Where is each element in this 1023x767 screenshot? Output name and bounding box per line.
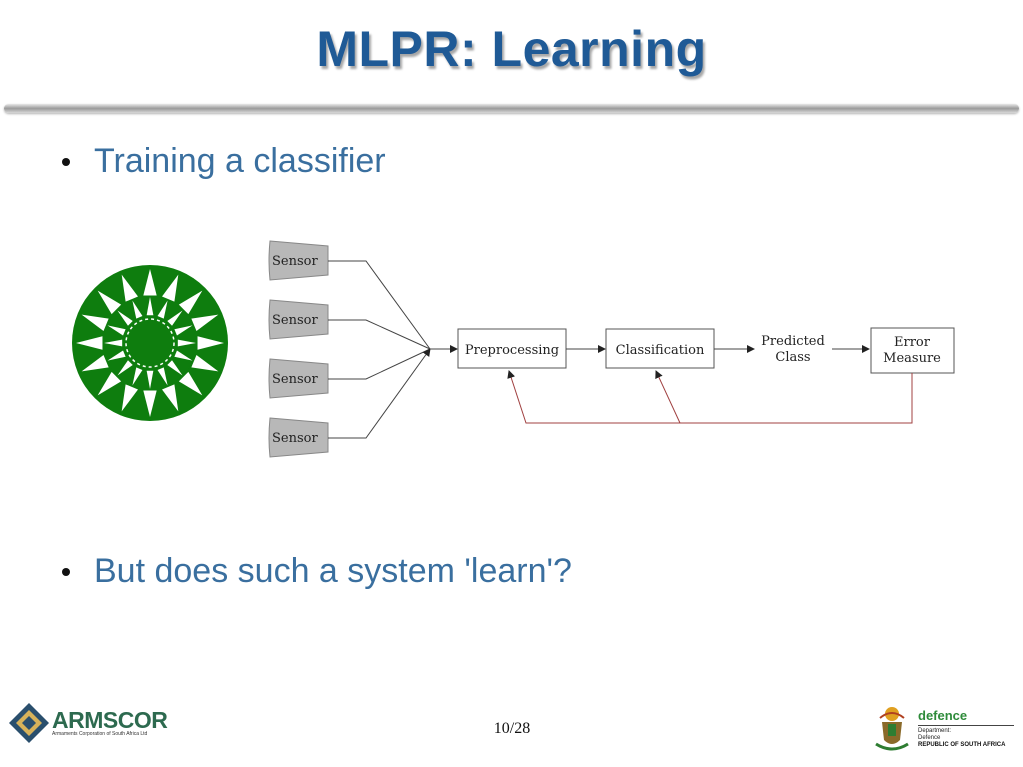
coat-of-arms-icon [875,707,909,751]
rosette-petal [143,390,157,417]
rosette-petal [157,367,168,386]
rosette-petal [81,314,109,331]
rosette-petal [178,371,203,396]
rosette-petal [104,339,123,347]
rosette-petal [97,290,122,315]
rosette-petal [162,384,179,412]
rosette-petal [191,314,219,331]
rosette-petal [178,290,203,315]
error-measure-box: Error Measure [870,327,955,374]
sensor-2: Sensor [268,299,329,340]
classification-box: Classification [605,328,715,369]
rosette-petal [107,350,126,361]
rosette-petal [76,336,103,350]
rosette-petal [121,274,138,302]
armscor-subtitle: Armaments Corporation of South Africa Lt… [52,731,148,737]
preprocessing-box: Preprocessing [457,328,567,369]
rosette-petal [97,371,122,396]
bullet-text-1: Training a classifier [94,142,386,180]
bullet-item-1: Training a classifier [62,142,386,181]
rosette-petal [132,300,143,319]
sensor-4: Sensor [268,417,329,458]
rosette-petal [117,360,133,376]
preprocessing-label: Preprocessing [465,343,559,358]
rosette-petal [167,360,183,376]
sensor-label-4: Sensor [272,431,318,446]
rosette-petal [191,355,219,372]
rosette-petal [107,325,126,336]
rosette-petal [117,310,133,326]
title-divider [4,104,1019,113]
rosette-petal [197,336,224,350]
sensor-connectors [328,260,458,439]
predicted-label-2: Class [775,350,810,365]
rosette-decoration [72,265,228,421]
armscor-name: ARMSCOR [52,707,168,733]
sensor-label-3: Sensor [272,372,318,387]
sensor-label-1: Sensor [272,254,318,269]
bullet-dot [62,157,70,166]
rosette-petal [174,350,193,361]
defence-line-2: Defence [918,735,941,741]
classification-label: Classification [616,343,705,358]
slide-title: MLPR: Learning [316,21,707,77]
armscor-logo: ARMSCOR Armaments Corporation of South A… [8,702,168,744]
rosette-petal [167,310,183,326]
bullet-dot [62,567,70,576]
page-number: 10/28 [493,720,531,737]
rosette-petal [146,370,154,389]
defence-line-1: Department: [918,728,952,734]
feedback-loop [507,370,913,424]
error-label-2: Measure [883,351,941,366]
rosette-petal [121,384,138,412]
defence-logo: defence Department: Defence REPUBLIC OF … [872,704,1014,754]
defence-line-3: REPUBLIC OF SOUTH AFRICA [918,742,1006,748]
rosette-petal [143,269,157,296]
rosette-petal [162,274,179,302]
defence-word: defence [918,708,968,723]
armscor-emblem-icon [9,703,49,743]
error-label-1: Error [894,335,931,350]
bullet-item-2: But does such a system 'learn'? [62,552,572,591]
rosette-petal [177,339,196,347]
bullet-text-2: But does such a system 'learn'? [94,552,572,590]
sensor-3: Sensor [268,358,329,399]
rosette-petal [174,325,193,336]
predicted-label-1: Predicted [761,334,825,349]
rosette-petal [157,300,168,319]
rosette-petal [132,367,143,386]
sensor-1: Sensor [268,240,329,281]
sensor-label-2: Sensor [272,313,318,328]
rosette-petal [81,355,109,372]
rosette-petal [146,297,154,316]
